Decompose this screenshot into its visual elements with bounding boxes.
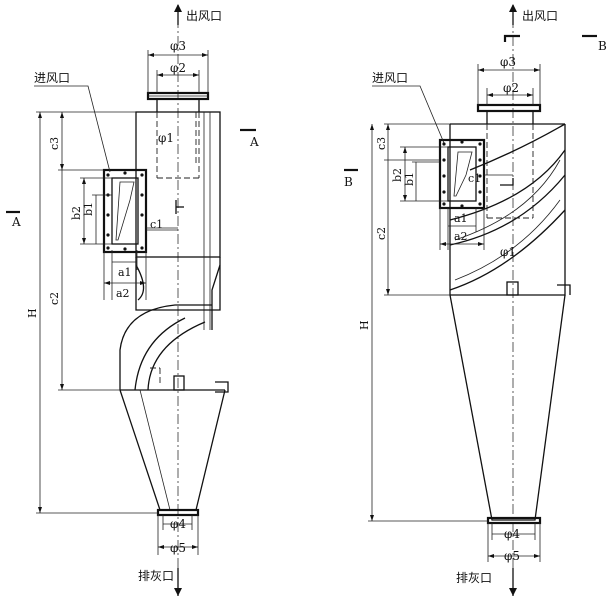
left-c3-label: c3 <box>48 137 61 150</box>
left-inlet-label: 进风口 <box>34 71 70 85</box>
left-phi2-label: φ2 <box>170 61 186 75</box>
left-H-label: H <box>26 308 39 318</box>
right-b1-label: b1 <box>403 172 416 186</box>
right-H-label: H <box>358 320 371 330</box>
left-phi5-label: φ5 <box>170 541 186 555</box>
left-a2-label: a2 <box>116 287 130 300</box>
right-section-B-label: B <box>598 39 607 53</box>
left-b2-label: b2 <box>70 206 83 220</box>
right-c1-label: c1 <box>468 172 481 185</box>
left-view <box>6 4 256 596</box>
right-outlet-label: 出风口 <box>522 9 558 23</box>
left-phi1-label: φ1 <box>158 131 174 145</box>
right-phi5-label: φ5 <box>504 549 520 563</box>
right-view <box>344 4 597 596</box>
left-ash-outlet-label: 排灰口 <box>138 569 174 583</box>
right-a2-label: a2 <box>454 230 468 243</box>
right-phi4-label: φ4 <box>504 527 520 541</box>
left-section-A-label: A <box>11 215 21 229</box>
right-ash-outlet-label: 排灰口 <box>456 571 492 585</box>
left-c1-label: c1 <box>150 218 163 231</box>
right-phi2-label: φ2 <box>503 81 519 95</box>
right-phi1-label: φ1 <box>500 245 516 259</box>
left-phi3-label: φ3 <box>170 39 186 53</box>
left-c2-label: c2 <box>48 292 61 305</box>
right-section-A-label: A <box>249 135 259 149</box>
right-c2-label: c2 <box>375 227 388 240</box>
right-phi3-label: φ3 <box>500 55 516 69</box>
right-a1-label: a1 <box>454 212 468 225</box>
right-c3-label: c3 <box>375 137 388 150</box>
left-b1-label: b1 <box>82 202 95 216</box>
right-b2-label: b2 <box>391 168 404 182</box>
left-a1-label: a1 <box>118 266 132 279</box>
left-outlet-label: 出风口 <box>186 9 222 23</box>
left-phi4-label: φ4 <box>170 517 186 531</box>
right-inlet-label: 进风口 <box>372 71 408 85</box>
left-section-B-label: B <box>344 175 353 189</box>
